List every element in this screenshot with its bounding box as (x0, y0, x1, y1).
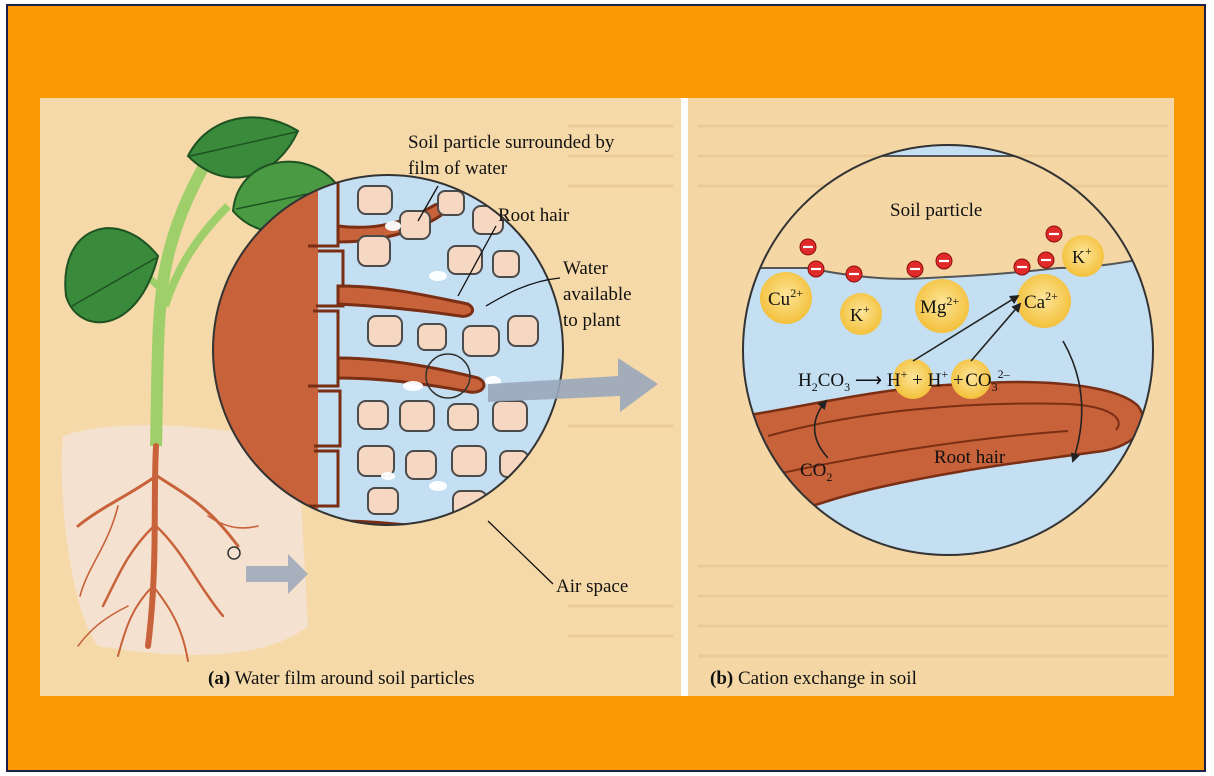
slide-frame: Soil particle surrounded by film of wate… (6, 4, 1206, 772)
diagram: Soil particle surrounded by film of wate… (8, 6, 1208, 774)
label-soil-particle-film-1: Soil particle surrounded by (408, 132, 615, 153)
label-water-1: Water (563, 258, 609, 279)
caption-a: (a) Water film around soil particles (208, 668, 475, 689)
label-air-space: Air space (556, 576, 628, 597)
caption-b: (b) Cation exchange in soil (710, 668, 917, 689)
cation-mg: Mg2+ (915, 279, 969, 333)
cation-ca: Ca2+ (1017, 274, 1071, 328)
label-root-hair-a: Root hair (498, 205, 570, 226)
cation-cu: Cu2+ (760, 272, 812, 324)
label-soil-particle-film-2: film of water (408, 158, 508, 179)
cation-k-left: K+ (840, 293, 882, 335)
label-water-2: available (563, 284, 632, 305)
label-water-3: to plant (563, 310, 621, 331)
page-divider (681, 98, 688, 696)
label-root-hair-b: Root hair (934, 447, 1006, 468)
label-soil-particle-b: Soil particle (890, 200, 982, 221)
cation-k-right: K+ (1062, 235, 1104, 277)
